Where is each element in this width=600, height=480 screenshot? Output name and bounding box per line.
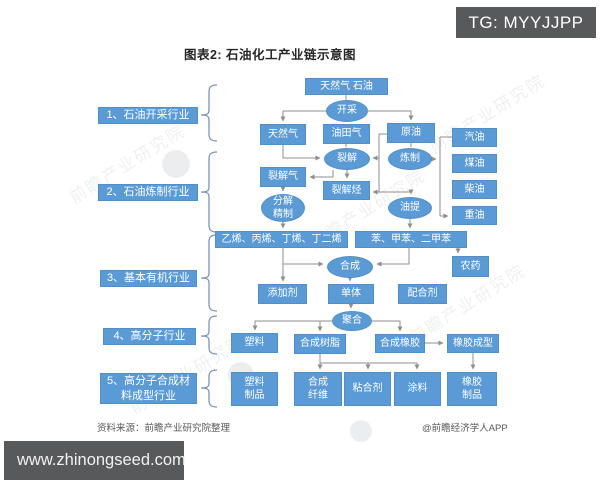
node-synthesis: 合成 xyxy=(327,256,373,278)
industry-label-polymer: 4、高分子行业 xyxy=(103,328,196,345)
node-coating: 涂料 xyxy=(394,372,441,406)
node-cracked-gas: 裂解气 xyxy=(260,167,306,187)
node-additive: 添加剂 xyxy=(258,284,307,304)
node-crude-oil: 原油 xyxy=(387,123,435,143)
industry-label-refining: 2、石油炼制行业 xyxy=(98,184,198,201)
credit-note: @前瞻经济学人APP xyxy=(422,423,508,434)
watermark-logo xyxy=(350,420,372,442)
node-synthetic-rubber: 合成橡胶 xyxy=(375,334,425,353)
node-plastic-products: 塑料制品 xyxy=(231,372,278,406)
node-adhesive: 粘合剂 xyxy=(344,372,391,406)
industry-label-basic-organic: 3、基本有机行业 xyxy=(100,270,197,287)
source-note: 资料来源：前瞻产业研究院整理 xyxy=(97,423,231,434)
node-pesticide: 农药 xyxy=(452,256,489,277)
industry-label-extraction: 1、石油开采行业 xyxy=(98,107,198,124)
site-url-bar: www.zhinongseed.com xyxy=(4,441,186,480)
industry-braces xyxy=(200,84,218,408)
node-polymerization: 聚合 xyxy=(332,311,372,331)
node-gasoline: 汽油 xyxy=(452,128,497,147)
node-synthetic-fiber: 合成纤维 xyxy=(294,372,342,406)
node-rubber-molding: 橡胶成型 xyxy=(447,334,499,353)
tg-contact-badge: TG: MYYJJPP xyxy=(456,7,596,38)
node-synthetic-resin: 合成树脂 xyxy=(294,334,346,354)
figure-title: 图表2: 石油化工产业链示意图 xyxy=(183,48,357,62)
node-olefins: 乙烯、丙烯、丁烯、丁二烯 xyxy=(215,231,348,248)
node-heavy-oil: 重油 xyxy=(452,206,497,225)
node-natural-gas-oil: 天然气 石油 xyxy=(305,78,388,95)
node-cracking: 裂解 xyxy=(324,148,370,170)
node-compounding-agent: 配合剂 xyxy=(398,284,447,304)
node-refining: 炼制 xyxy=(388,148,432,170)
industry-label-polymer-molding: 5、高分子合成材料成型行业 xyxy=(100,373,197,404)
node-oilfield-gas: 油田气 xyxy=(323,124,370,144)
node-oil-extraction: 油提 xyxy=(388,197,432,219)
node-decompose-refine: 分解精制 xyxy=(261,194,305,222)
node-diesel: 柴油 xyxy=(452,180,497,199)
node-plastic: 塑料 xyxy=(231,333,278,353)
node-monomer: 单体 xyxy=(328,284,374,304)
node-aromatics: 苯、甲苯、二甲苯 xyxy=(355,231,467,248)
node-rubber-products: 橡胶制品 xyxy=(447,372,497,406)
watermark-logo xyxy=(162,150,190,178)
node-natural-gas: 天然气 xyxy=(260,124,306,145)
node-cracked-hydrocarbons: 裂解烃 xyxy=(323,181,370,200)
node-kerosene: 煤油 xyxy=(452,154,497,173)
node-extraction: 开采 xyxy=(326,100,368,122)
